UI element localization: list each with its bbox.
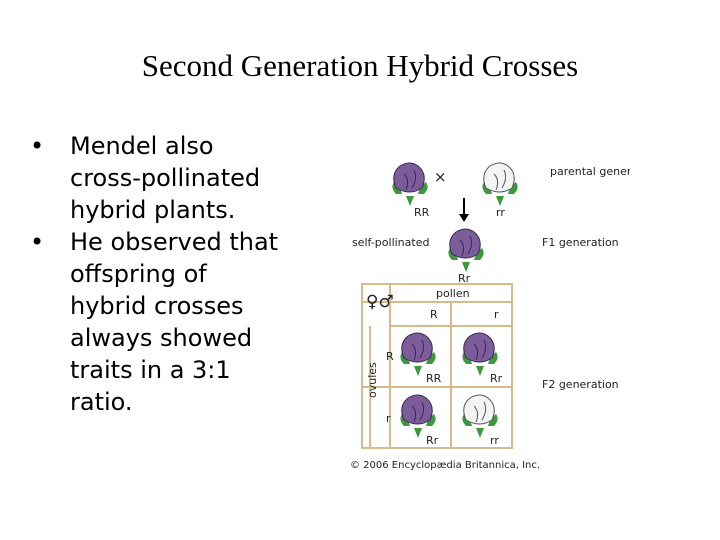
bullet-text: Mendel also cross-pollinated hybrid plan… [70,132,261,224]
white-parent-flower-icon [482,163,517,206]
f2-generation-label: F2 generation [542,378,619,391]
pollen-label: pollen [436,287,470,300]
f1-flower-icon [448,229,483,272]
bullet-item: • Mendel also cross-pollinated hybrid pla… [30,130,285,226]
bullet-text: He observed that offspring of hybrid cro… [70,228,279,416]
parental-generation-label: parental generation (P) [550,165,630,178]
punnett-genotype: RR [426,372,442,385]
punnett-genotype: Rr [426,434,439,447]
offspring-flower-Rr-icon [400,395,435,438]
punnett-square-grid [361,283,513,449]
bullet-dot: • [30,228,45,256]
cross-symbol: × [434,168,447,186]
mendel-cross-diagram: × parental generation (P) RR rr self-pol… [350,150,630,471]
parent-left-genotype: RR [414,206,430,219]
bullet-dot: • [30,132,45,160]
ovules-label: ovules [366,362,379,398]
offspring-flower-Rr-icon [462,333,497,376]
self-pollinated-label: self-pollinated [352,236,429,249]
f1-generation-label: F1 generation [542,236,619,249]
punnett-genotype: Rr [490,372,503,385]
punnett-genotype: rr [490,434,499,447]
bullet-list: • Mendel also cross-pollinated hybrid pla… [30,130,285,418]
parent-right-genotype: rr [496,206,505,219]
offspring-flower-rr-icon [462,395,497,438]
purple-parent-flower-icon [392,163,427,206]
copyright-notice: © 2006 Encyclopædia Britannica, Inc. [350,460,540,471]
sex-symbols: ♀♂ [366,292,394,312]
bullet-item: • He observed that offspring of hybrid cr… [30,226,285,418]
pollen-allele-r: r [494,308,499,321]
f1-genotype: Rr [458,272,471,285]
pollen-allele-R: R [430,308,438,321]
slide-title: Second Generation Hybrid Crosses [141,48,579,83]
ovule-allele-R: R [386,350,394,363]
offspring-flower-RR-icon [400,333,435,376]
ovule-allele-r: r [386,412,391,425]
